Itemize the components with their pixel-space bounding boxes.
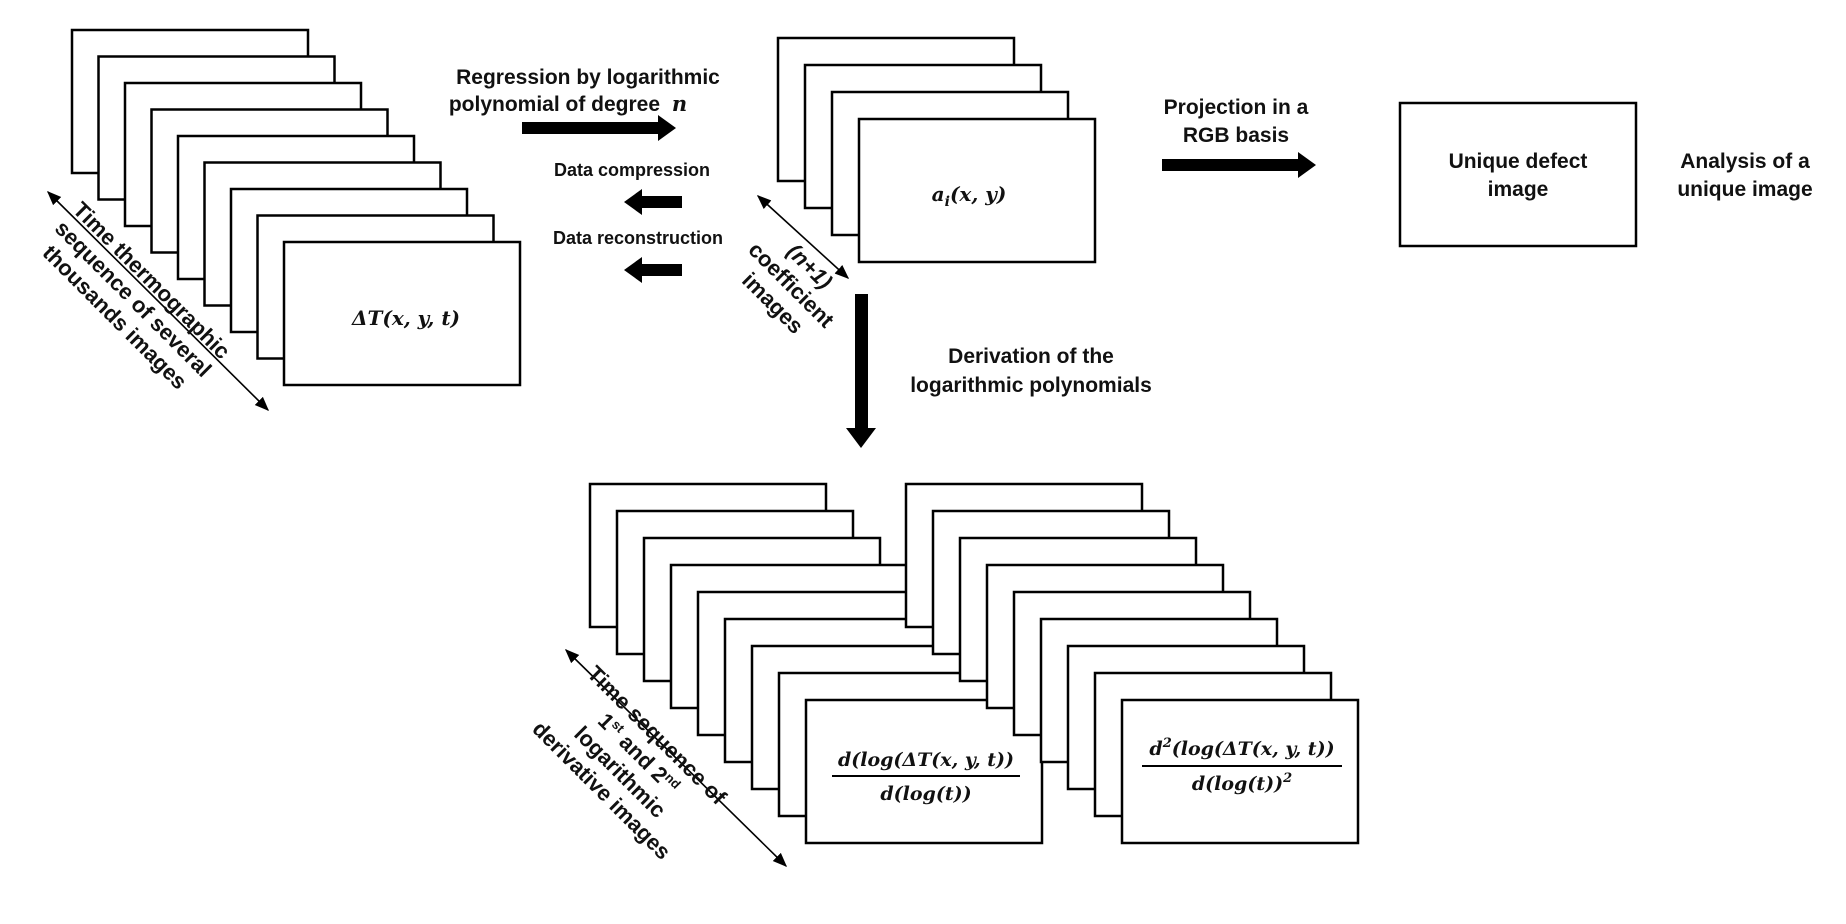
derivation-label-line1: Derivation of the (948, 345, 1114, 368)
stack-4-numerator-rest: (log(ΔT(x, y, t)) (1172, 738, 1335, 760)
stack-2-formula-var: a (932, 182, 945, 206)
unique-defect-label-line2: image (1488, 178, 1549, 201)
stack-2-formula-args: (x, y) (950, 182, 1006, 206)
first-derivative-image-frame (804, 698, 1044, 845)
second-derivative-image-frame (1120, 698, 1360, 845)
regression-arrow (522, 115, 676, 141)
stack-3-numerator: d(log(ΔT(x, y, t)) (838, 749, 1014, 771)
stack-4-numerator-sup: 2 (1162, 736, 1172, 751)
regression-label-line1: Regression by logarithmic (456, 66, 720, 89)
unique-defect-image-box (1398, 101, 1638, 248)
stack-3-formula: d(log(ΔT(x, y, t)) d(log(t)) (832, 749, 1020, 805)
analysis-label-line1: Analysis of a (1680, 150, 1810, 173)
stack-1-time-axis-arrow (46, 190, 270, 412)
thermographic-image-frame (282, 240, 522, 387)
stack-2-formula: ai(x, y) (932, 182, 1007, 210)
stack-4-denominator-sup: 2 (1282, 771, 1292, 786)
stack-4-formula: d2(log(ΔT(x, y, t)) d(log(t))2 (1142, 736, 1342, 795)
data-compression-label: Data compression (554, 160, 710, 180)
stack-2-coefficient-axis-arrow (756, 195, 850, 279)
data-reconstruction-arrow (624, 257, 682, 283)
projection-label-line1: Projection in a (1164, 96, 1309, 119)
stack-34-time-axis-arrow (564, 648, 788, 868)
stack-4-numerator-d: d (1149, 738, 1162, 760)
regression-degree-text: polynomial of degree (449, 93, 660, 116)
coefficient-image-stack (776, 36, 1097, 264)
stack-2-formula-subscript: i (945, 194, 950, 210)
stack-2-axis-label: (n+1) coefficient images (737, 237, 839, 339)
coefficient-image-frame (857, 117, 1097, 264)
regression-degree-variable: n (672, 91, 687, 116)
projection-arrow (1162, 152, 1316, 178)
derivation-label-line2: logarithmic polynomials (910, 374, 1152, 397)
data-reconstruction-label: Data reconstruction (553, 228, 723, 248)
stack-4-numerator: d2(log(ΔT(x, y, t)) (1149, 736, 1334, 760)
derivation-arrow (846, 294, 876, 448)
stack-4-denominator-main: d(log(t)) (1192, 773, 1283, 795)
projection-label-line2: RGB basis (1183, 124, 1289, 147)
unique-defect-label-line1: Unique defect (1449, 150, 1588, 173)
stack-3-denominator: d(log(t)) (880, 783, 971, 805)
analysis-label-line2: unique image (1677, 178, 1812, 201)
regression-label-line2: polynomial of degree n (449, 91, 687, 116)
stack-4-denominator: d(log(t))2 (1192, 771, 1292, 795)
data-compression-arrow (624, 189, 682, 215)
stack-1-formula: ΔT(x, y, t) (351, 306, 460, 330)
